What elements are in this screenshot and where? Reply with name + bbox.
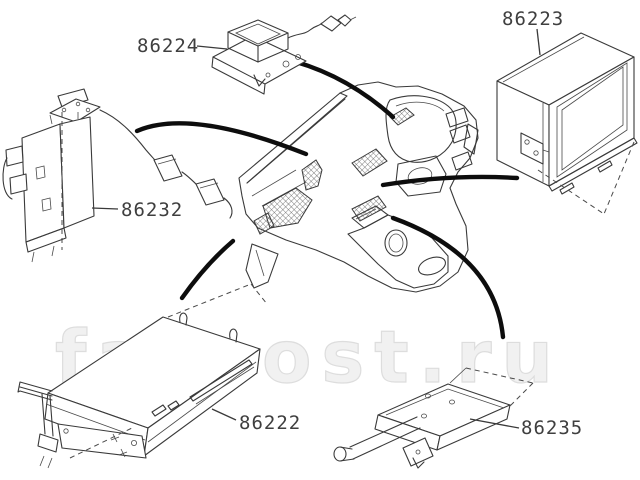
part-86222-drawing: [17, 283, 268, 469]
part-label-86232: 86232: [121, 199, 183, 221]
part-label-86222: 86222: [239, 412, 301, 434]
part-label-86235: 86235: [521, 417, 583, 439]
leader-86222: [211, 408, 237, 421]
part-86235-drawing: [333, 367, 534, 469]
part-86232-drawing: [2, 88, 233, 263]
leader-lines: [91, 28, 541, 429]
dashboard-illustration: [238, 81, 479, 293]
leader-86224: [196, 45, 228, 50]
arrow-dash-to-86223: [380, 174, 520, 188]
arrow-86232-to-dash: [134, 121, 309, 157]
part-86224-drawing: [211, 14, 357, 95]
part-label-86224: 86224: [137, 35, 199, 57]
arrow-dash-to-86235: [390, 215, 506, 340]
leader-86223: [536, 28, 541, 56]
part-86223-drawing: [496, 32, 638, 215]
locator-arrows: [134, 55, 520, 340]
arrow-dash-to-86222: [179, 238, 236, 301]
leader-86235: [469, 418, 520, 429]
leader-86232: [91, 207, 119, 210]
part-label-86223: 86223: [502, 8, 564, 30]
